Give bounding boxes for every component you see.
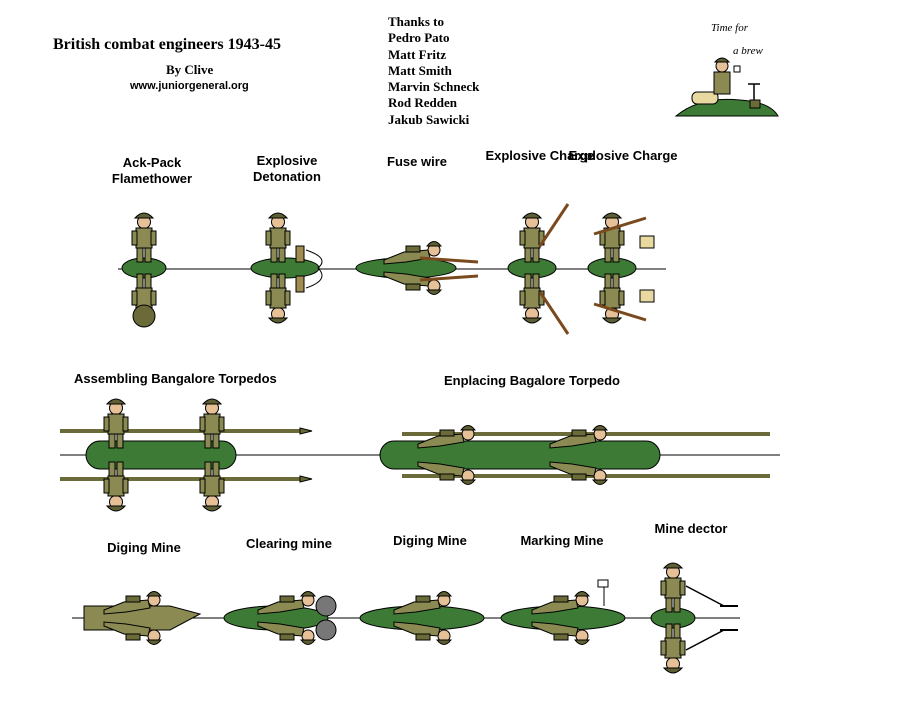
website-link[interactable]: www.juniorgeneral.org [130, 80, 249, 92]
diging-mine-figure-1 [83, 591, 202, 645]
credit-name: Matt Smith [388, 62, 452, 78]
credits-list: Thanks to Pedro Pato Matt Fritz Matt Smi… [388, 14, 479, 128]
label-charge-2: Explosive Charge [568, 148, 678, 163]
flamethrower-figure [121, 212, 167, 328]
credit-name: Matt Fritz [388, 46, 447, 62]
marking-mine-figure [500, 579, 626, 645]
credit-name: Marvin Schneck [388, 79, 480, 95]
label-charge-1: Explosive Charge [485, 148, 595, 163]
credits-heading: Thanks to [388, 14, 444, 29]
page-title: British combat engineers 1943-45 [53, 36, 281, 53]
diging-mine-figure-2 [359, 591, 485, 645]
label-mine-detector: Mine dector [654, 521, 728, 536]
explosive-charge-figure-1 [507, 203, 570, 335]
label-diging-mine-2: Diging Mine [393, 533, 467, 548]
mine-detector-figure [650, 562, 738, 674]
brew-caption-1: Time for [711, 22, 748, 34]
explosive-charge-figure-2 [587, 212, 655, 324]
clearing-mine-figure [223, 591, 337, 645]
label-detonation: Explosive Detonation [253, 153, 321, 184]
brew-caption-2: a brew [733, 45, 763, 57]
credit-name: Pedro Pato [388, 30, 450, 46]
author-byline: By Clive [166, 62, 214, 77]
fuse-wire-figure [355, 241, 479, 295]
label-marking-mine: Marking Mine [520, 533, 604, 548]
label-assembling-torpedos: Assembling Bangalore Torpedos [74, 371, 277, 386]
label-diging-mine-1: Diging Mine [107, 540, 181, 555]
credit-name: Rod Redden [388, 95, 457, 111]
enplacing-torpedo-figure [379, 425, 770, 485]
assembling-torpedos-figure [60, 398, 313, 512]
label-clearing-mine: Clearing mine [246, 536, 332, 551]
tea-break-vignette [674, 57, 779, 117]
credit-name: Jakub Sawicki [388, 111, 470, 127]
label-flamethrower: Ack-Pack Flamethower [111, 155, 193, 186]
label-fuse-wire: Fuse wire [387, 154, 447, 169]
label-enplacing-torpedo: Enplacing Bagalore Torpedo [444, 373, 621, 388]
detonation-figure [250, 212, 323, 324]
